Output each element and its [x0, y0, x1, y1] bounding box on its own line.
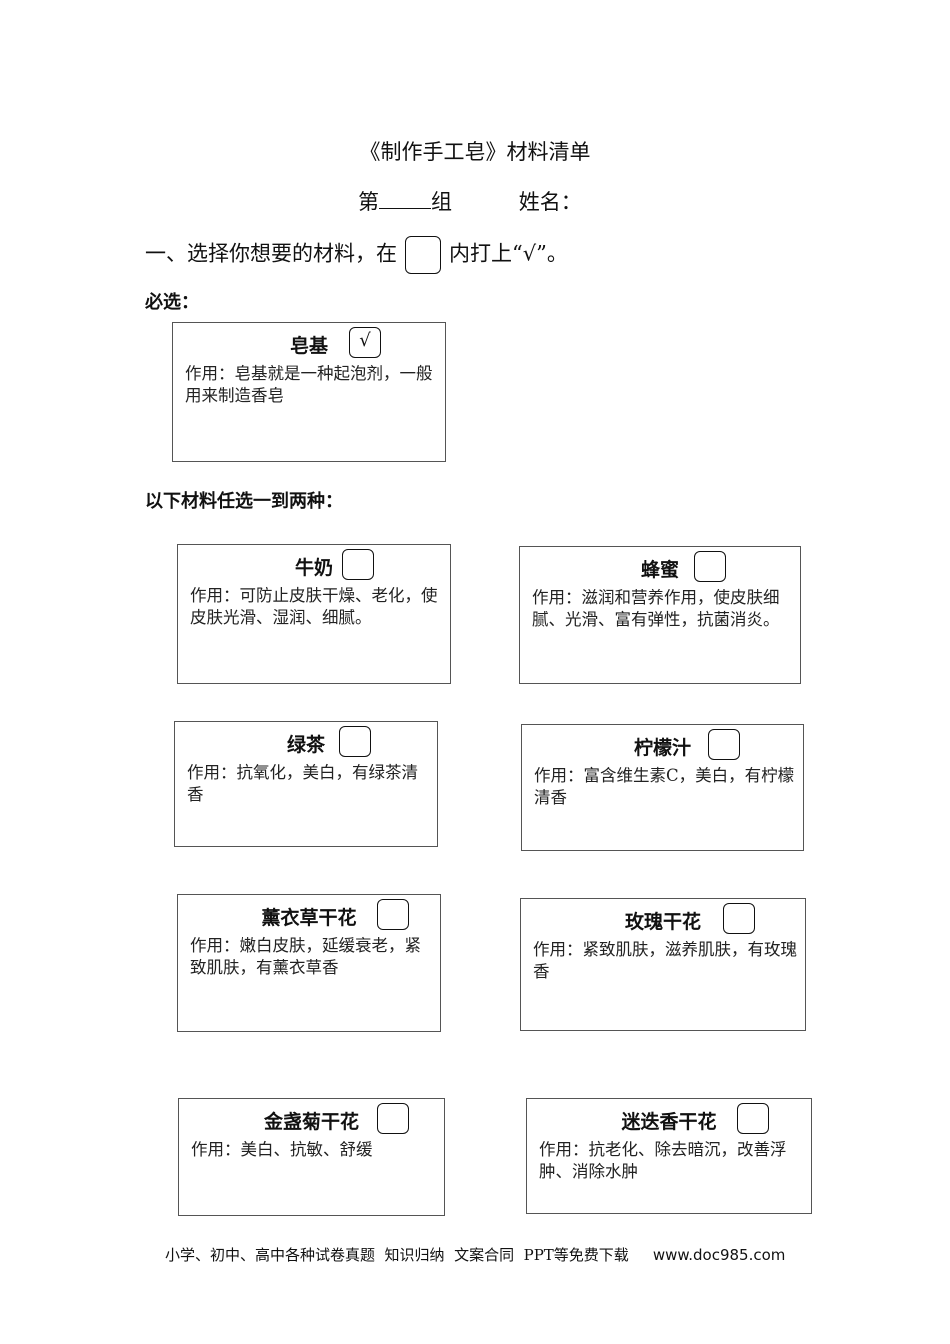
material-card: 薰衣草干花作用：嫩白皮肤，延缓衰老，紧致肌肤，有薰衣草香 [177, 894, 441, 1032]
instruction-text-end: 内打上“√”。 [449, 241, 568, 266]
material-description: 作用：紧致肌肤，滋养肌肤，有玫瑰香 [533, 940, 797, 981]
material-card: 皂基作用：皂基就是一种起泡剂，一般用来制造香皂 √ [172, 322, 446, 462]
material-card: 迷迭香干花作用：抗老化、除去暗沉，改善浮肿、消除水肿 [526, 1098, 812, 1214]
material-description: 作用：滋润和营养作用，使皮肤细腻、光滑、富有弹性，抗菌消炎。 [532, 588, 780, 629]
material-checkbox[interactable] [377, 1103, 409, 1134]
material-card: 蜂蜜作用：滋润和营养作用，使皮肤细腻、光滑、富有弹性，抗菌消炎。 [519, 546, 801, 684]
material-checkbox[interactable] [737, 1103, 769, 1134]
page-title: 《制作手工皂》材料清单 [359, 140, 591, 164]
material-description: 作用：可防止皮肤干燥、老化，使皮肤光滑、湿润、细腻。 [190, 586, 438, 627]
group-number-blank[interactable] [379, 188, 431, 209]
optional-label: 以下材料任选一到两种： [145, 491, 343, 512]
material-checkbox[interactable] [377, 899, 409, 930]
footer-text: 小学、初中、高中各种试卷真题 知识归纳 文案合同 PPT等免费下载 [165, 1246, 629, 1264]
material-card: 金盏菊干花作用：美白、抗敏、舒缓 [178, 1098, 445, 1216]
material-name: 柠檬汁 [633, 737, 691, 759]
material-card: 玫瑰干花作用：紧致肌肤，滋养肌肤，有玫瑰香 [520, 898, 806, 1031]
material-name: 迷迭香干花 [621, 1111, 717, 1133]
footer: 小学、初中、高中各种试卷真题 知识归纳 文案合同 PPT等免费下载 www.doc… [165, 1244, 785, 1265]
footer-url[interactable]: www.doc985.com [652, 1246, 786, 1264]
group-suffix: 组 [431, 190, 452, 214]
material-card: 柠檬汁作用：富含维生素C，美白，有柠檬清香 [521, 724, 804, 851]
required-label: 必选： [145, 292, 199, 313]
material-card: 绿茶作用：抗氧化，美白，有绿茶清香 [174, 721, 438, 847]
material-card: 牛奶作用：可防止皮肤干燥、老化，使皮肤光滑、湿润、细腻。 [177, 544, 451, 684]
material-description: 作用：抗氧化，美白，有绿茶清香 [187, 763, 418, 804]
name-label: 姓名： [518, 190, 582, 214]
material-name: 薰衣草干花 [261, 907, 357, 929]
material-checkbox[interactable] [342, 549, 374, 580]
material-description: 作用：富含维生素C，美白，有柠檬清香 [534, 766, 795, 807]
material-name: 金盏菊干花 [263, 1111, 359, 1133]
material-checkbox[interactable] [708, 729, 740, 760]
material-checkbox[interactable] [339, 726, 371, 757]
material-description: 作用：嫩白皮肤，延缓衰老，紧致肌肤，有薰衣草香 [190, 936, 421, 977]
material-description: 作用：抗老化、除去暗沉，改善浮肿、消除水肿 [539, 1140, 787, 1181]
material-description: 作用：美白、抗敏、舒缓 [191, 1140, 373, 1159]
instruction: 一、选择你想要的材料，在 内打上“√”。 [145, 236, 568, 274]
group-prefix: 第 [358, 190, 379, 214]
material-checkbox[interactable] [694, 551, 726, 582]
material-name: 蜂蜜 [640, 559, 679, 581]
material-name: 皂基 [289, 335, 328, 357]
example-checkbox [405, 236, 441, 274]
material-description: 作用：皂基就是一种起泡剂，一般用来制造香皂 [185, 364, 433, 405]
material-name: 牛奶 [294, 557, 333, 579]
material-checkbox[interactable]: √ [349, 327, 381, 358]
material-name: 玫瑰干花 [624, 911, 701, 933]
group-name-line: 第 组 姓名： [358, 186, 582, 216]
material-name: 绿茶 [286, 734, 325, 756]
instruction-text: 一、选择你想要的材料，在 [145, 241, 397, 266]
material-checkbox[interactable] [723, 903, 755, 934]
